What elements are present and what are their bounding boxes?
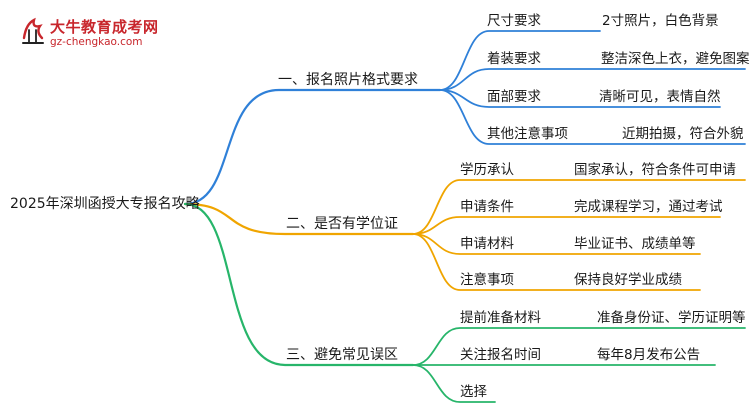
child-connector [439,89,746,145]
child-connector [412,233,701,291]
node-attention-items: 注意事项 [460,272,514,288]
node-education-recognition: 学历承认 [460,162,514,178]
brand-logo: 大牛教育成考网 gz-chengkao.com [6,14,206,54]
brand-title: 大牛教育成考网 [50,18,159,36]
node-dress-requirement: 着装要求 [487,51,541,67]
branch-avoid-mistakes: 三、避免常见误区 [286,347,398,363]
node-other-notes: 其他注意事项 [487,126,568,142]
child-connector [412,216,721,235]
leaf-size-requirement: 2寸照片，白色背景 [602,13,719,29]
child-connector [412,233,701,255]
child-connector [439,30,601,91]
leaf-application-materials: 毕业证书、成绩单等 [574,236,696,252]
leaf-education-recognition: 国家承认，符合条件可申请 [574,162,736,178]
leaf-attention-items: 保持良好学业成绩 [574,272,682,288]
node-prepare-materials: 提前准备材料 [460,310,541,326]
branch-degree-certificate: 二、是否有学位证 [286,216,398,232]
branch-connector [183,202,415,367]
node-application-materials: 申请材料 [460,236,514,252]
niu-logo-icon [22,17,44,44]
node-application-conditions: 申请条件 [460,199,514,215]
child-connector [412,179,746,235]
leaf-face-requirement: 清晰可见，表情自然 [599,89,721,105]
leaf-registration-time: 每年8月发布公告 [597,347,701,363]
child-connector [412,327,746,366]
branch-photo-requirements: 一、报名照片格式要求 [278,72,418,88]
leaf-dress-requirement: 整洁深色上衣，避免图案 [601,51,750,67]
root-topic: 2025年深圳函授大专报名攻略 [10,196,200,212]
node-face-requirement: 面部要求 [487,89,541,105]
branch-connector [183,202,415,236]
branch-connector [183,88,442,206]
leaf-application-conditions: 完成课程学习，通过考试 [574,199,723,215]
node-choose: 选择 [460,384,487,400]
leaf-prepare-materials: 准备身份证、学历证明等 [597,310,746,326]
child-connector [412,364,496,403]
child-connector [439,89,721,108]
node-registration-time: 关注报名时间 [460,347,541,363]
child-connector [439,68,746,91]
node-size-requirement: 尺寸要求 [487,13,541,29]
leaf-other-notes: 近期拍摄，符合外貌 [622,126,744,142]
brand-url: gz-chengkao.com [50,36,143,48]
